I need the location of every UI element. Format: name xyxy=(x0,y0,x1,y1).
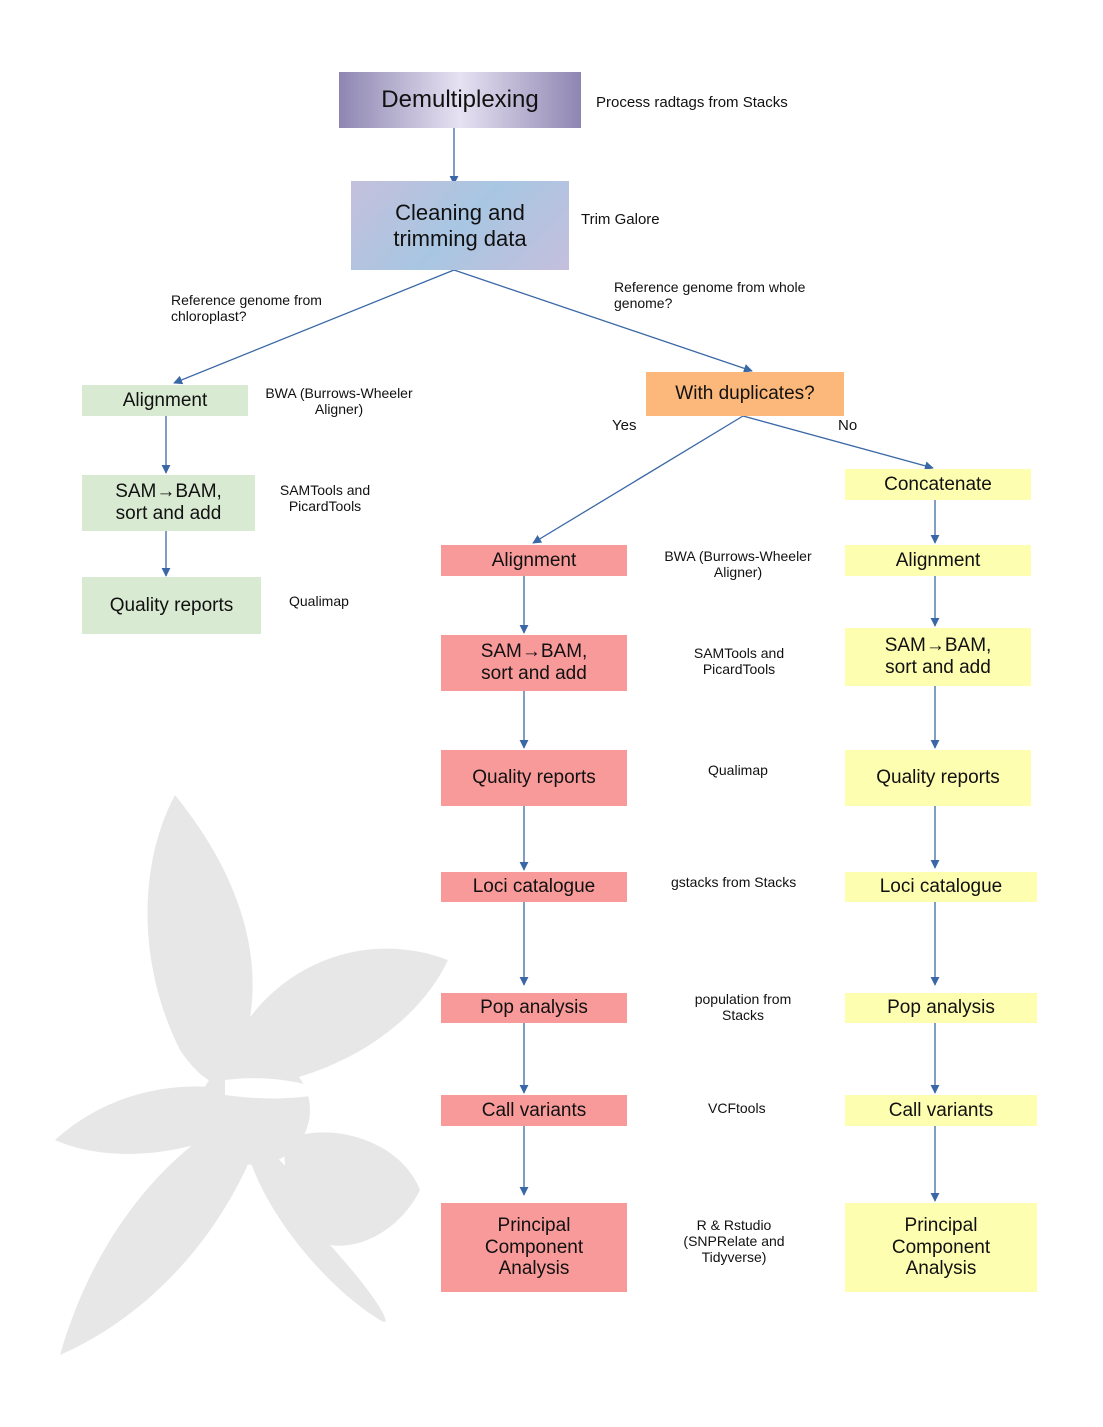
dup-alignment-box[interactable]: Alignment xyxy=(441,545,627,576)
nodup-pca-box[interactable]: Principal Component Analysis xyxy=(845,1203,1037,1292)
demultiplexing-box[interactable]: Demultiplexing xyxy=(339,72,581,128)
chloroplast-quality-label: Quality reports xyxy=(109,594,234,616)
dup-pca-box[interactable]: Principal Component Analysis xyxy=(441,1203,627,1292)
nodup-loci-box[interactable]: Loci catalogue xyxy=(845,872,1037,902)
nodup-sam-bam-label: SAM→BAM, sort and add xyxy=(884,635,992,678)
dup-call-label: Call variants xyxy=(481,1099,587,1121)
cleaning-box[interactable]: Cleaning and trimming data xyxy=(351,181,569,270)
cleaning-label: Cleaning and trimming data xyxy=(393,200,527,251)
arrow-cleaning-to-duplicates xyxy=(453,269,753,373)
dup-loci-tool: gstacks from Stacks xyxy=(671,874,797,890)
dup-quality-tool: Qualimap xyxy=(708,762,768,778)
duplicates-decision-label: With duplicates? xyxy=(675,383,815,405)
nodup-quality-box[interactable]: Quality reports xyxy=(845,750,1031,806)
dup-quality-label: Quality reports xyxy=(472,767,596,789)
nodup-pop-box[interactable]: Pop analysis xyxy=(845,993,1037,1023)
dup-sam-bam-tool: SAMTools and PicardTools xyxy=(693,645,785,678)
nodup-alignment-box[interactable]: Alignment xyxy=(845,545,1031,576)
dup-pca-tool: R & Rstudio (SNPRelate and Tidyverse) xyxy=(683,1217,785,1266)
dup-sam-bam-box[interactable]: SAM→BAM, sort and add xyxy=(441,635,627,691)
cleaning-tool-note: Trim Galore xyxy=(581,211,660,228)
nodup-alignment-label: Alignment xyxy=(895,549,981,571)
arrow-cleaning-to-chloroplast xyxy=(173,269,455,385)
chloroplast-question: Reference genome from chloroplast? xyxy=(171,292,322,325)
dup-alignment-label: Alignment xyxy=(491,549,577,571)
nodup-call-box[interactable]: Call variants xyxy=(845,1095,1037,1126)
dup-pop-label: Pop analysis xyxy=(480,997,588,1019)
nodup-call-label: Call variants xyxy=(888,1099,994,1121)
yes-label: Yes xyxy=(612,417,637,434)
chloroplast-sam-bam-label: SAM→BAM, sort and add xyxy=(115,481,222,524)
dup-loci-box[interactable]: Loci catalogue xyxy=(441,872,627,902)
nodup-pca-label: Principal Component Analysis xyxy=(891,1214,991,1280)
no-label: No xyxy=(838,417,858,434)
dup-pop-box[interactable]: Pop analysis xyxy=(441,993,627,1023)
dup-pca-label: Principal Component Analysis xyxy=(484,1214,584,1280)
chloroplast-quality-tool: Qualimap xyxy=(289,593,349,609)
chloroplast-quality-box[interactable]: Quality reports xyxy=(82,577,261,634)
nodup-concatenate-label: Concatenate xyxy=(884,473,992,495)
nodup-sam-bam-box[interactable]: SAM→BAM, sort and add xyxy=(845,628,1031,686)
dup-alignment-tool: BWA (Burrows-Wheeler Aligner) xyxy=(664,548,812,581)
chloroplast-alignment-label: Alignment xyxy=(122,389,208,411)
nodup-concatenate-box[interactable]: Concatenate xyxy=(845,469,1031,500)
nodup-pop-label: Pop analysis xyxy=(887,997,995,1019)
dup-call-tool: VCFtools xyxy=(708,1100,766,1116)
arrow-duplicates-to-r-align xyxy=(532,415,744,544)
demultiplexing-tool-note: Process radtags from Stacks xyxy=(596,94,788,111)
dup-loci-label: Loci catalogue xyxy=(472,876,596,898)
duplicates-decision-box[interactable]: With duplicates? xyxy=(646,372,844,416)
chloroplast-alignment-tool: BWA (Burrows-Wheeler Aligner) xyxy=(265,385,413,418)
dup-sam-bam-label: SAM→BAM, sort and add xyxy=(480,641,588,684)
dup-pop-tool: population from Stacks xyxy=(694,991,792,1024)
chloroplast-sam-bam-tool: SAMTools and PicardTools xyxy=(279,482,371,515)
chloroplast-alignment-box[interactable]: Alignment xyxy=(82,385,248,416)
whole-genome-question: Reference genome from whole genome? xyxy=(614,279,806,312)
arrow-duplicates-to-concatenate xyxy=(742,415,934,471)
chloroplast-sam-bam-box[interactable]: SAM→BAM, sort and add xyxy=(82,475,255,531)
dup-call-box[interactable]: Call variants xyxy=(441,1095,627,1126)
nodup-loci-label: Loci catalogue xyxy=(879,876,1003,898)
dup-quality-box[interactable]: Quality reports xyxy=(441,750,627,806)
nodup-quality-label: Quality reports xyxy=(876,767,1000,789)
demultiplexing-label: Demultiplexing xyxy=(381,86,539,114)
